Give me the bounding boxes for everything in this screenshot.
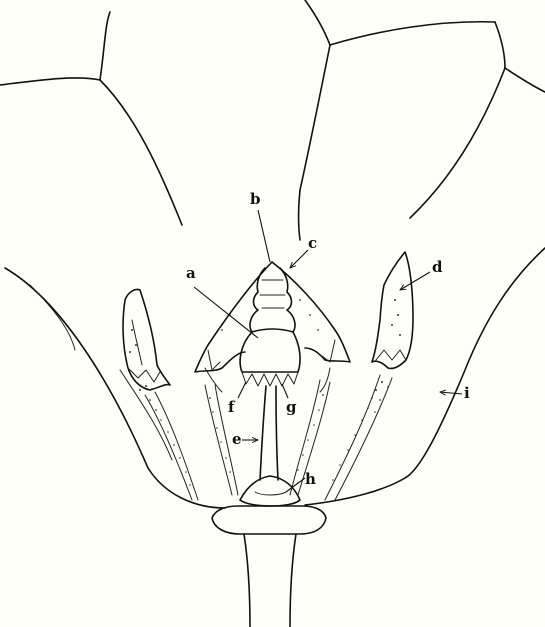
central-column bbox=[240, 268, 300, 480]
ovary-and-pedicel bbox=[212, 476, 326, 627]
flower-cup-outline bbox=[5, 248, 545, 508]
label-a: a bbox=[186, 264, 196, 282]
filament-streaks bbox=[145, 375, 392, 500]
left-anther bbox=[123, 289, 170, 390]
labels: a b c d e f g h i bbox=[186, 190, 470, 488]
label-c: c bbox=[308, 234, 317, 252]
label-b: b bbox=[250, 190, 261, 208]
label-e: e bbox=[232, 430, 242, 448]
label-i: i bbox=[464, 384, 470, 402]
right-anther bbox=[372, 252, 413, 369]
leader-lines bbox=[194, 210, 462, 492]
label-g: g bbox=[286, 398, 297, 416]
label-h: h bbox=[305, 470, 316, 488]
stippling bbox=[139, 381, 389, 486]
label-f: f bbox=[228, 398, 236, 416]
label-d: d bbox=[432, 258, 443, 276]
upper-petals bbox=[0, 0, 545, 240]
